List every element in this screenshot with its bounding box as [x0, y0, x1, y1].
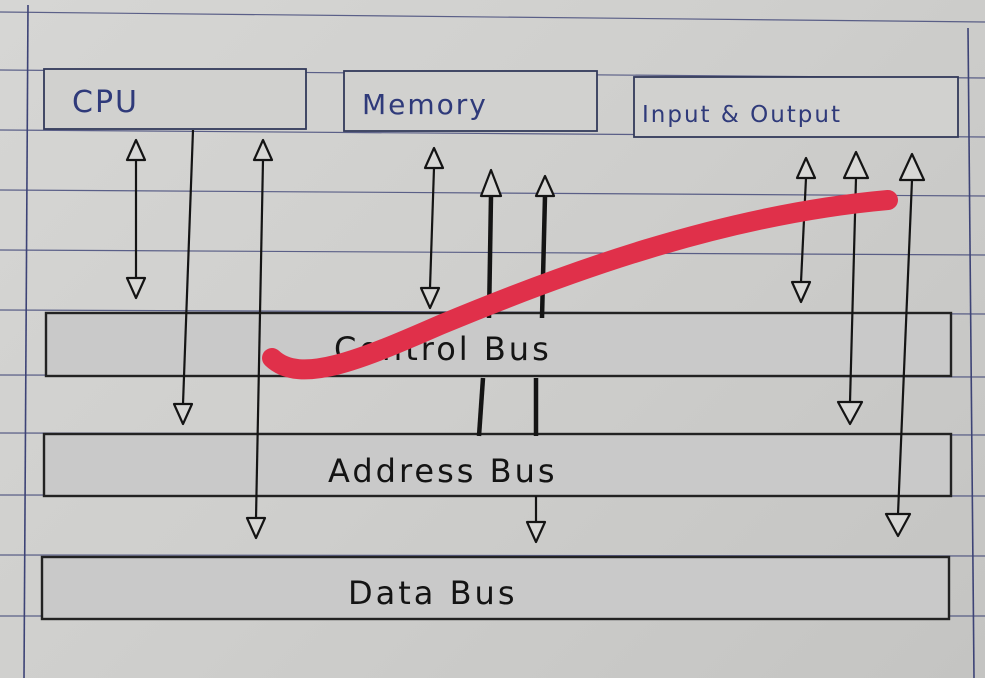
- memory-data-arrow: [525, 496, 547, 544]
- io-control-arrow: [790, 156, 817, 304]
- io-address-arrow: [836, 150, 870, 426]
- cpu-address-arrow: [172, 129, 195, 426]
- io-label: Input & Output: [642, 102, 842, 128]
- data-bus-label: Data Bus: [348, 574, 517, 612]
- red-strike-mark: [262, 190, 898, 380]
- page-margin-right: [967, 27, 975, 678]
- memory-control-arrow: [419, 146, 445, 310]
- cpu-label: CPU: [72, 85, 139, 120]
- address-bus-label: Address Bus: [328, 452, 558, 490]
- memory-address-thick-line-2: [533, 174, 556, 436]
- memory-label: Memory: [362, 88, 488, 121]
- address-bus: Address Bus: [42, 432, 953, 498]
- control-bus: Control Bus: [44, 311, 953, 378]
- page-margin-left: [23, 4, 29, 678]
- cpu-control-arrow: [125, 138, 147, 300]
- cpu-data-arrow: [245, 138, 274, 540]
- memory-box: Memory: [343, 70, 598, 132]
- io-box: Input & Output: [633, 76, 959, 138]
- cpu-box: CPU: [43, 68, 307, 130]
- data-bus: Data Bus: [40, 555, 951, 621]
- io-data-arrow: [884, 152, 926, 538]
